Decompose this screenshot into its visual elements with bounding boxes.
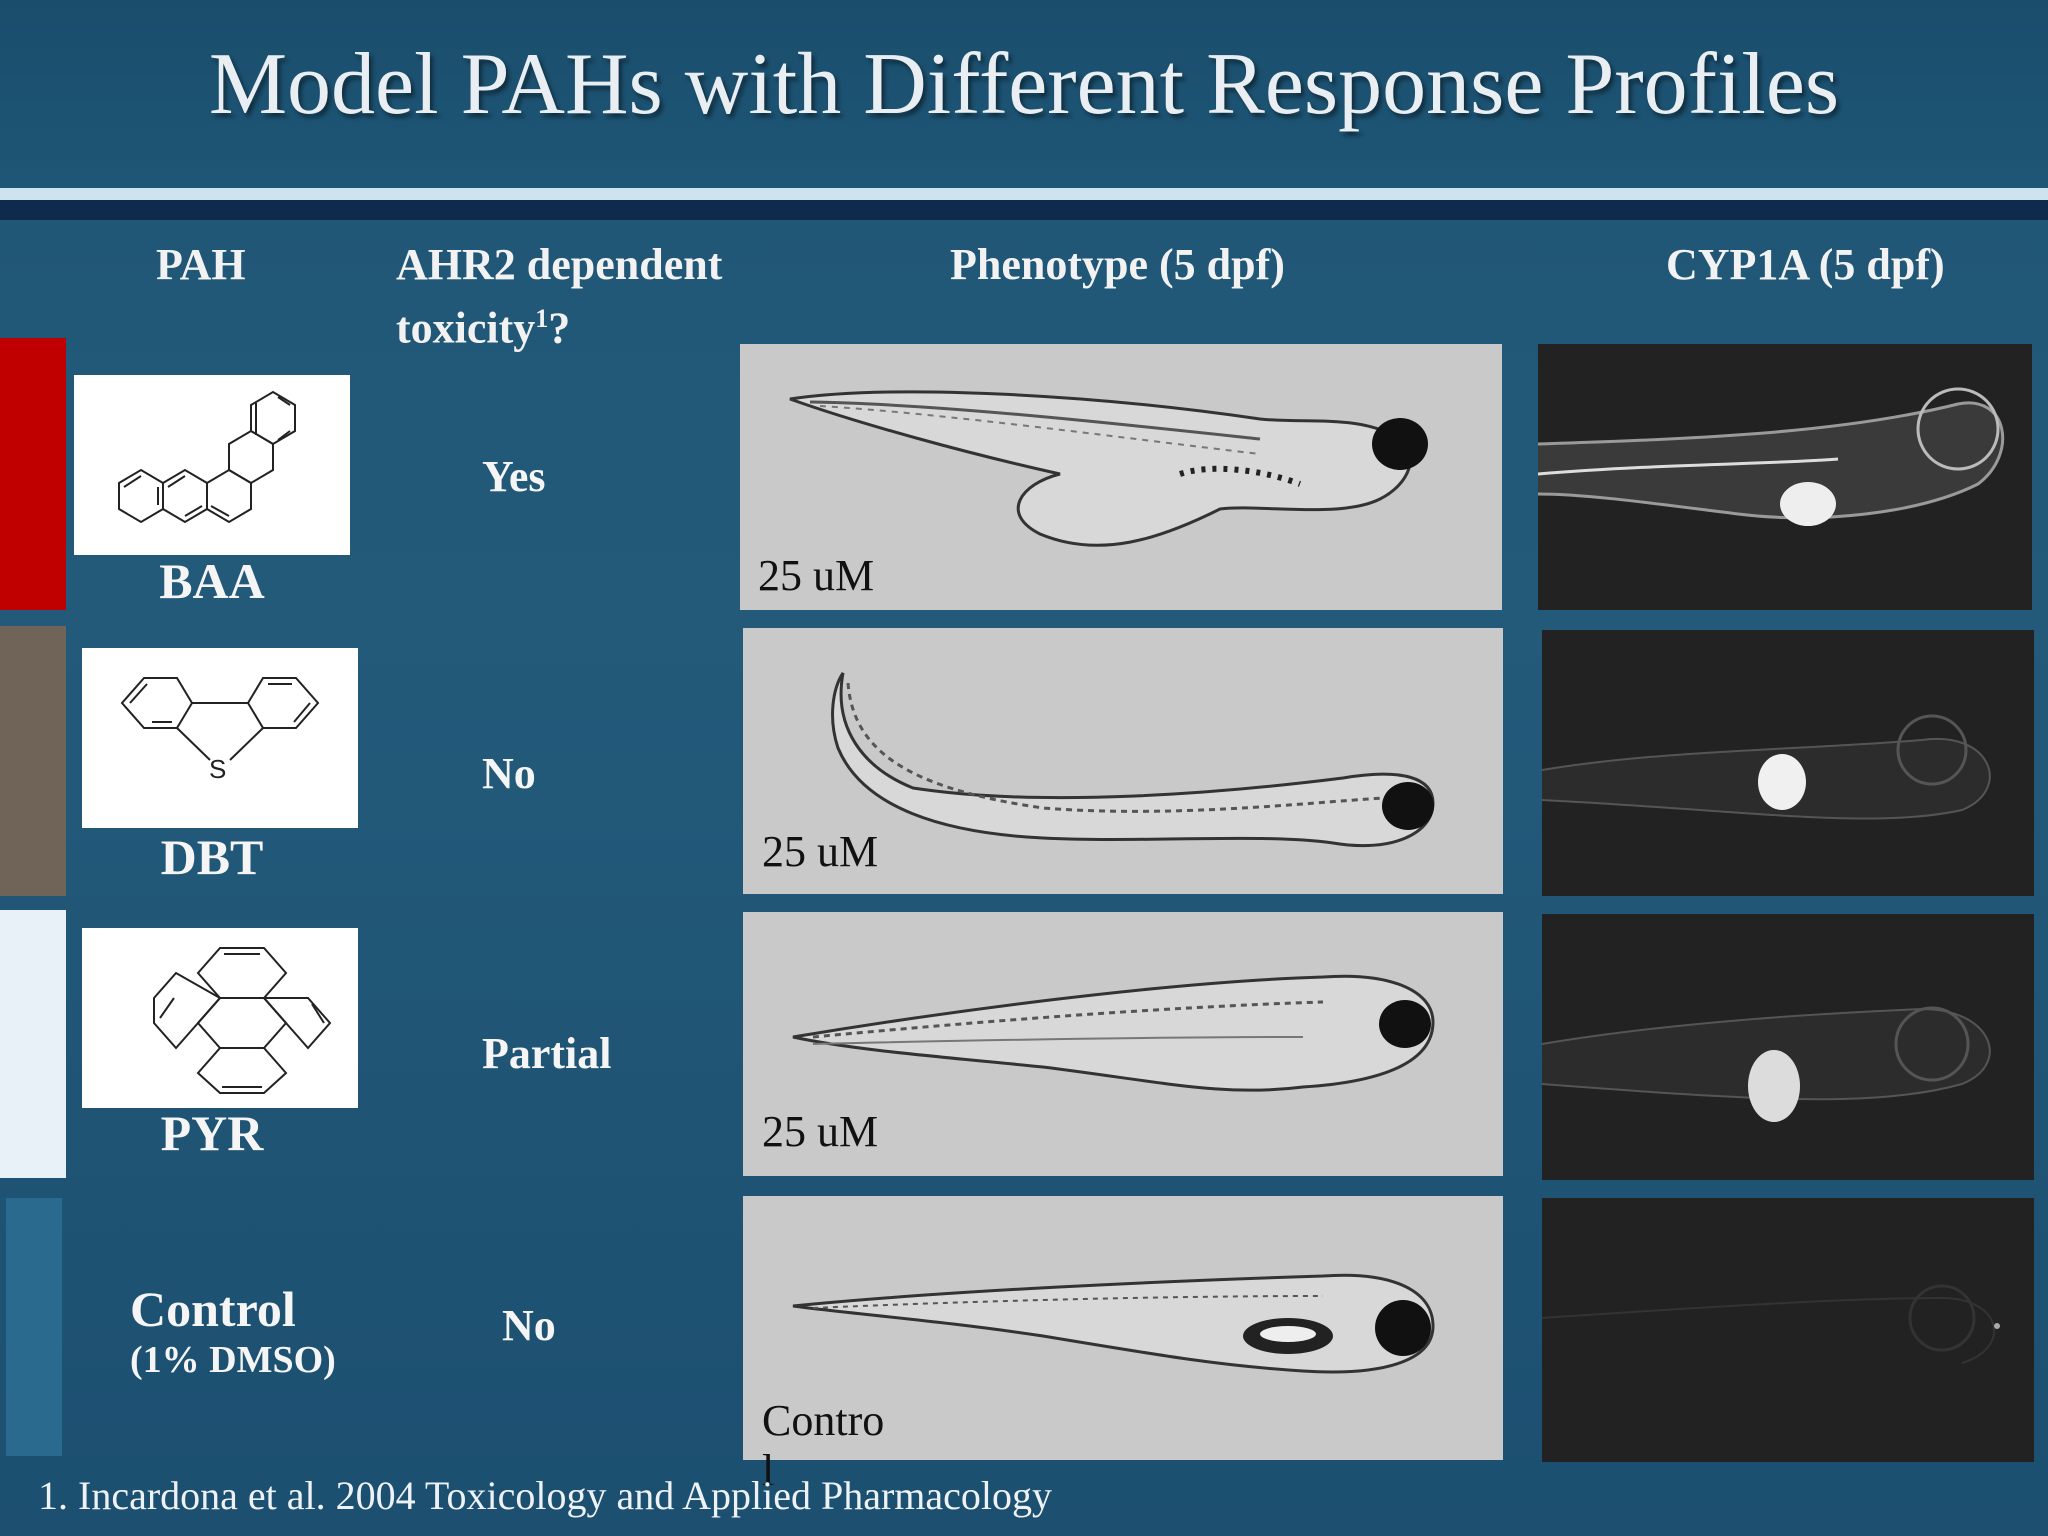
phenotype-image-dbt (743, 628, 1503, 894)
toxicity-answer-pyr: Partial (482, 1029, 612, 1078)
cyp1a-image-dbt (1542, 630, 2034, 896)
toxicity-answer-dbt: No (482, 749, 536, 798)
header-ahr2: AHR2 dependent toxicity1? (396, 238, 722, 356)
pah-label-pyr: PYR (160, 1105, 264, 1161)
header-ahr2-line1: AHR2 dependent (396, 240, 723, 289)
footnote: 1. Incardona et al. 2004 Toxicology and … (38, 1473, 1053, 1518)
cyp1a-image-baa (1538, 344, 2032, 610)
pyr-structure (82, 928, 358, 1108)
title-band (0, 0, 2048, 188)
title-rule-dark (0, 200, 2048, 220)
baa-structure (74, 375, 350, 555)
concentration-control-line2: l (762, 1446, 775, 1495)
title-rule-light (0, 188, 2048, 200)
pyr-structure-drawing (153, 947, 332, 1094)
phenotype-image-baa (740, 344, 1502, 610)
header-ahr2-footnote-ref: 1 (535, 304, 549, 333)
concentration-baa: 25 uM (758, 551, 875, 600)
phenotype-image-control (743, 1196, 1503, 1460)
baa-structure-drawing (118, 390, 296, 524)
concentration-control-line1: Contro (762, 1396, 885, 1445)
larva-baa (789, 390, 1428, 547)
concentration-dbt: 25 uM (762, 827, 879, 876)
larva-dbt (831, 672, 1435, 848)
slide-title: Model PAHs with Different Response Profi… (208, 36, 1840, 133)
header-cyp1a: CYP1A (5 dpf) (1666, 240, 1945, 289)
row-marker-pyr (0, 910, 66, 1178)
header-phenotype: Phenotype (5 dpf) (950, 240, 1285, 289)
row-marker-control (6, 1198, 62, 1456)
pah-label-control: Control (1% DMSO) (130, 1280, 430, 1382)
dbt-sulfur-atom: S (209, 754, 226, 784)
cyp1a-image-control (1542, 1198, 2034, 1462)
row-marker-baa (0, 338, 66, 610)
pah-label-control-main: Control (130, 1281, 296, 1337)
dbt-structure-drawing: S (120, 677, 320, 784)
header-ahr2-line2: toxicity1? (396, 292, 722, 356)
concentration-control: Contro l (762, 1396, 884, 1496)
cyp1a-fluorescence-pyr (1542, 1006, 1991, 1122)
concentration-pyr: 25 uM (762, 1107, 879, 1156)
phenotype-image-pyr (743, 912, 1503, 1176)
pah-label-dbt: DBT (160, 829, 264, 885)
toxicity-answer-baa: Yes (482, 452, 546, 501)
cyp1a-fluorescence-dbt (1542, 714, 1991, 820)
larva-pyr (792, 974, 1435, 1092)
pah-label-baa: BAA (159, 553, 265, 609)
row-marker-dbt (0, 626, 66, 896)
header-ahr2-question: ? (548, 303, 571, 353)
header-ahr2-word: toxicity (396, 303, 536, 353)
toxicity-answer-control: No (502, 1301, 556, 1350)
cyp1a-image-pyr (1542, 914, 2034, 1180)
dbt-structure: S (82, 648, 358, 828)
cyp1a-fluorescence-baa (1538, 387, 2005, 526)
pah-label-control-sub: (1% DMSO) (130, 1339, 336, 1381)
larva-control (792, 1273, 1435, 1374)
cyp1a-fluorescence-control (1542, 1284, 2000, 1364)
header-pah: PAH (156, 240, 246, 289)
